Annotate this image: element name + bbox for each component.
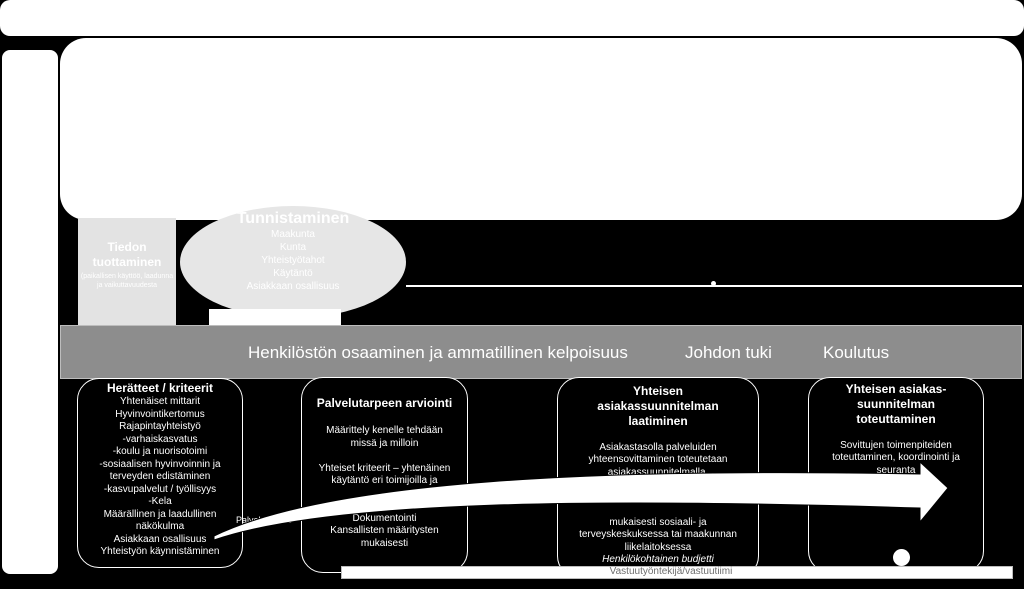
ellipse-item: Kunta bbox=[279, 242, 307, 253]
stage-line: näkökulma bbox=[135, 521, 185, 532]
connector-line bbox=[406, 285, 1022, 287]
ellipse-item: Maakunta bbox=[271, 229, 315, 240]
stage-line bbox=[558, 492, 758, 505]
stage-line: terveyden edistäminen bbox=[109, 471, 211, 482]
end-dot bbox=[893, 549, 910, 566]
top-frame bbox=[0, 0, 1024, 36]
tiedon-description: (paikallisen käyttöö, laadunna ja vaikut… bbox=[80, 273, 174, 289]
stage-line bbox=[302, 500, 467, 513]
stage-asiakassuunnitelma: Yhteisen asiakassuunnitelman laatiminen … bbox=[557, 377, 759, 578]
stage-line: Yhteiset kriteerit – yhtenäinen bbox=[318, 462, 451, 474]
band-item-osaaminen: Henkilöstön osaaminen ja ammatillinen ke… bbox=[248, 343, 628, 362]
stage-line: terveyskeskuksessa tai maakunnan bbox=[579, 529, 737, 540]
stage-line: Henkilökohtainen budjetti bbox=[602, 554, 714, 565]
title-panel bbox=[60, 38, 1022, 220]
stage-line: liikelaitoksessa bbox=[624, 541, 692, 553]
stage-herateet: Herätteet / kriteerit Yhtenäiset mittari… bbox=[77, 378, 243, 568]
stage-line: Asiakkaan osallisuus bbox=[113, 533, 207, 545]
stage-title: Palvelutarpeen arviointi bbox=[316, 396, 453, 410]
stage-line: Yhtenäiset mittarit bbox=[119, 396, 201, 407]
stage-line: Yhteistyön käynnistäminen bbox=[100, 546, 220, 557]
stage-line: -sosiaalisen hyvinvoinnin ja bbox=[99, 458, 221, 470]
stage-line: asiakassuunnitelmalla. bbox=[607, 466, 709, 478]
bottom-bar-label: Vastuutyöntekijä/vastuutiimi bbox=[609, 566, 733, 577]
stage-title: Yhteisen asiakas- suunnitelman toteuttam… bbox=[845, 382, 947, 426]
vastuutyontekija-bar: Vastuutyöntekijä/vastuutiimi bbox=[341, 566, 1013, 579]
left-frame bbox=[2, 50, 58, 574]
tiedon-title: Tiedon tuottaminen bbox=[92, 240, 162, 269]
stage-title: Yhteisen asiakassuunnitelman laatiminen bbox=[597, 384, 719, 428]
band-item-koulutus: Koulutus bbox=[823, 343, 890, 362]
stage-line: -koulu ja nuorisotoimi bbox=[112, 446, 208, 457]
stage-line: Määrällinen ja laadullinen bbox=[103, 508, 217, 520]
connector-dot bbox=[711, 281, 716, 286]
stage-line: -kasvupalvelut / työllisyys bbox=[103, 483, 217, 495]
stage-line bbox=[558, 504, 758, 517]
stage-line: Dokumentointi bbox=[352, 512, 417, 524]
ellipse-title: Tunnistaminen bbox=[236, 210, 350, 227]
stage-line: Määrittely kenelle tehdään bbox=[326, 425, 443, 436]
stage-line bbox=[302, 450, 467, 463]
band-item-johdon-tuki: Johdon tuki bbox=[685, 343, 772, 362]
palveluohjaus-label: Palveluohjaus bbox=[236, 515, 293, 525]
stage-line: Sovittujen toimenpiteiden bbox=[840, 439, 952, 451]
stage-line: mukaisesti sosiaali- ja bbox=[609, 516, 707, 528]
stage-line: mukaisesti bbox=[360, 537, 409, 549]
stage-line bbox=[558, 429, 758, 442]
stage-line: seuranta bbox=[876, 464, 916, 476]
stage-line: Rajapintayhteistyö bbox=[119, 421, 201, 432]
support-band: Henkilöstön osaaminen ja ammatillinen ke… bbox=[60, 325, 1022, 379]
stage-line: Asiakastasolla palveluiden bbox=[599, 441, 717, 453]
ellipse-item: Asiakkaan osallisuus bbox=[246, 281, 340, 292]
ellipse-item: Käytäntö bbox=[273, 268, 313, 279]
tunnistaminen-ellipse: Tunnistaminen Maakunta Kunta Yhteistyöta… bbox=[180, 206, 406, 318]
stage-line: missä ja milloin bbox=[350, 437, 419, 449]
stage-line: käytäntö eri toimijoilla ja bbox=[331, 475, 438, 486]
stage-toteuttaminen: Yhteisen asiakas- suunnitelman toteuttam… bbox=[808, 377, 984, 573]
stage-line: Kansallisten määritysten bbox=[330, 525, 439, 536]
stage-title: Herätteet / kriteerit bbox=[106, 381, 214, 395]
stage-palvelutarve: Palvelutarpeen arviointi Määrittely kene… bbox=[301, 377, 468, 573]
stage-line: toteuttaminen, koordinointi ja bbox=[832, 452, 960, 463]
stage-line: Suunnitelman laatiminen sovitulla bbox=[583, 479, 733, 490]
stage-line: -Kela bbox=[148, 496, 172, 507]
ellipse-item: Yhteistyötahot bbox=[261, 255, 325, 266]
stage-line: yhteensovittaminen toteutetaan bbox=[588, 454, 728, 465]
stage-line bbox=[809, 427, 983, 440]
stage-line bbox=[302, 488, 467, 501]
stage-line: Hyvinvointikertomus bbox=[115, 408, 205, 420]
stage-line: -varhaiskasvatus bbox=[122, 433, 198, 445]
